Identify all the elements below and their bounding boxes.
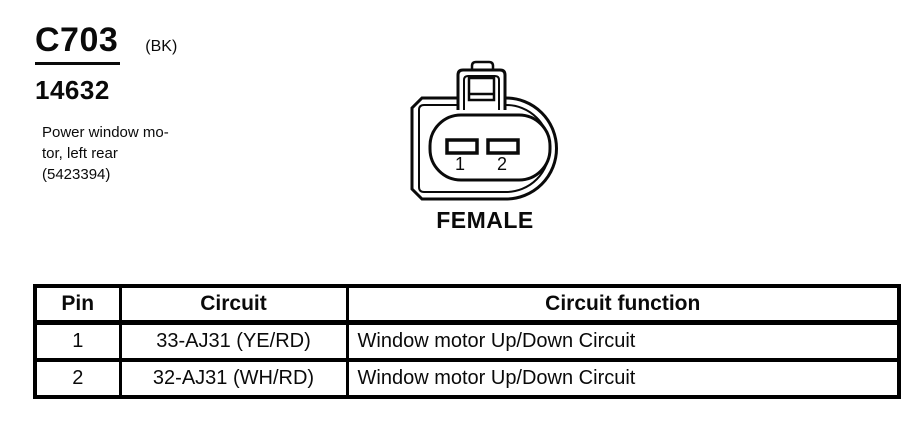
cell-circuit-function: Window motor Up/Down Circuit [345, 358, 901, 399]
cell-circuit-function: Window motor Up/Down Circuit [345, 320, 901, 362]
connector-id-line: C703 (BK) [35, 23, 177, 65]
table-row: 1 33-AJ31 (YE/RD) Window motor Up/Down C… [33, 320, 901, 362]
pin-1-number: 1 [455, 154, 465, 174]
pinout-table: Pin Circuit Circuit function 1 33-AJ31 (… [33, 284, 901, 399]
description-line: (5423394) [42, 166, 111, 183]
latch-tab-inner [463, 75, 500, 110]
connector-drawing: 1 2 [410, 60, 558, 201]
gender-label: FEMALE [436, 207, 534, 233]
connector-color-code: (BK) [145, 38, 178, 55]
header-circuit: Circuit [118, 284, 349, 325]
table-row: 2 32-AJ31 (WH/RD) Window motor Up/Down C… [33, 358, 901, 399]
pin-2-number: 2 [497, 154, 507, 174]
body-outline-inner [418, 104, 551, 193]
table-header-row: Pin Circuit Circuit function [33, 284, 901, 325]
cell-pin: 2 [33, 358, 122, 399]
cell-circuit: 33-AJ31 (YE/RD) [118, 320, 349, 362]
connector-description: Power window mo- tor, left rear (5423394… [42, 122, 169, 185]
cell-pin: 1 [33, 320, 122, 362]
description-line: tor, left rear [42, 145, 118, 162]
pin-2-slot [486, 138, 520, 155]
description-line: Power window mo- [42, 124, 169, 141]
cell-circuit: 32-AJ31 (WH/RD) [118, 358, 349, 399]
header-pin: Pin [33, 284, 122, 325]
latch-slot [467, 76, 496, 102]
pin-1-slot [445, 138, 479, 155]
latch-cap [470, 60, 495, 70]
part-number: 14632 [35, 75, 110, 105]
header-circuit-function: Circuit function [345, 284, 901, 325]
connector-id: C703 [35, 23, 121, 65]
